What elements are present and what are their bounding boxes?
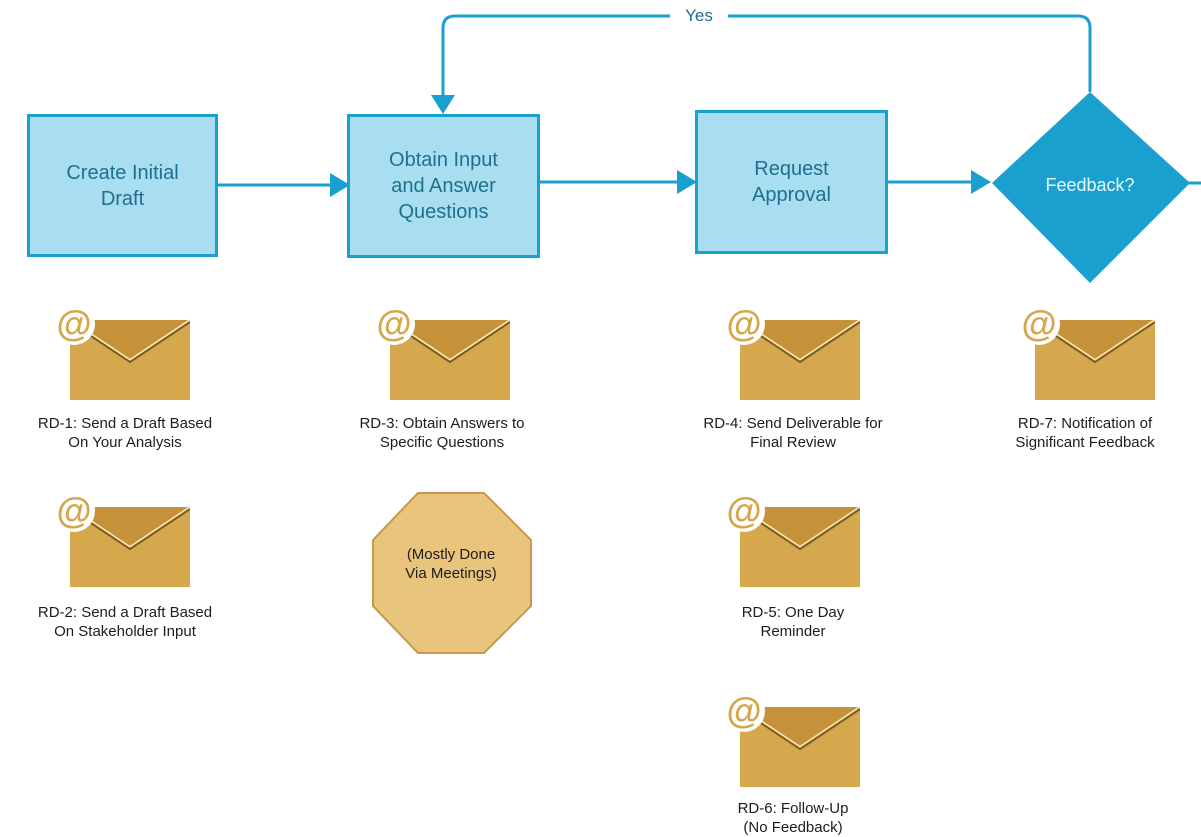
caption-rd-5: RD-5: One Day Reminder [741,604,845,640]
caption-rd-2: RD-2: Send a Draft Based On Stakeholder … [37,604,213,640]
arrowhead-feedback [971,170,991,194]
email-icon [50,497,190,597]
yes-loop-connector [441,14,1092,95]
email-icon [1015,310,1155,410]
email-icon [50,310,190,410]
caption-rd-6: RD-6: Follow-Up (No Feedback) [737,800,849,836]
step-obtain-input: Obtain Input and Answer Questions [347,114,540,258]
step-create-initial-draft: Create Initial Draft [27,114,218,257]
yes-label: Yes [670,3,728,29]
step-label: Request Approval [752,158,831,206]
email-icon [720,697,860,797]
step-label: Obtain Input and Answer Questions [389,149,498,223]
email-icon [370,310,510,410]
arrowhead-yes [431,95,455,114]
caption-rd-7: RD-7: Notification of Significant Feedba… [1015,415,1155,451]
caption-rd-4: RD-4: Send Deliverable for Final Review [703,415,883,451]
step-request-approval: Request Approval [695,110,888,254]
caption-rd-1: RD-1: Send a Draft Based On Your Analysi… [37,415,213,451]
email-icon [720,497,860,597]
arrowhead-request [677,170,697,194]
decision-label: Feedback? [1045,174,1135,195]
email-icon [720,310,860,410]
caption-rd-3: RD-3: Obtain Answers to Specific Questio… [359,415,525,451]
arrowhead-obtain [330,173,350,197]
feedback-decision-diamond [992,92,1190,283]
meetings-note: (Mostly Done Via Meetings) [405,546,497,582]
meetings-octagon [372,492,532,654]
step-label: Create Initial Draft [66,161,179,210]
